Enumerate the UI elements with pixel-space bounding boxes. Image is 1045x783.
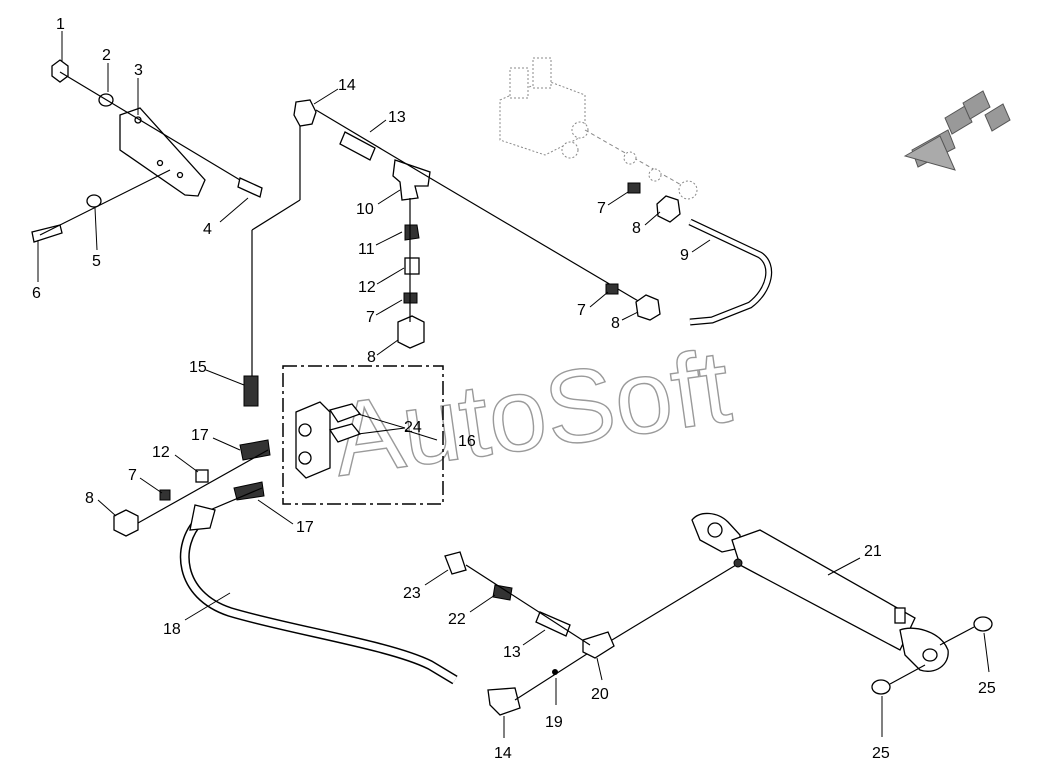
callout-8-left: 8 bbox=[85, 490, 94, 507]
callout-11: 11 bbox=[358, 241, 375, 258]
front-direction-arrow-icon bbox=[903, 90, 1011, 171]
fitting-11 bbox=[404, 224, 420, 241]
callout-3: 3 bbox=[134, 62, 143, 79]
left-fittings bbox=[113, 375, 271, 537]
washer-5 bbox=[86, 194, 102, 208]
callout-14-bottom: 14 bbox=[494, 745, 512, 762]
cylinder-21 bbox=[691, 512, 993, 695]
callout-24: 24 bbox=[404, 419, 422, 436]
bolt-6 bbox=[31, 224, 63, 243]
callout-8-mid: 8 bbox=[367, 349, 376, 366]
callout-18: 18 bbox=[163, 621, 181, 638]
tee-20 bbox=[582, 631, 615, 659]
adapter-17-top bbox=[239, 439, 271, 461]
callout-12-left: 12 bbox=[152, 444, 170, 461]
bracket-assembly bbox=[31, 59, 263, 243]
callout-16: 16 bbox=[458, 433, 476, 450]
callout-7-right-top: 7 bbox=[597, 200, 606, 217]
olive-7-right bbox=[605, 283, 619, 295]
callout-5: 5 bbox=[92, 253, 101, 270]
fitting-24a bbox=[328, 403, 362, 423]
washer-25-top bbox=[973, 616, 993, 632]
olive-7-right-top bbox=[627, 182, 641, 194]
callout-1: 1 bbox=[56, 16, 65, 33]
nut-8-right-top bbox=[656, 195, 681, 223]
washer-25-bottom bbox=[871, 679, 891, 695]
leader-lines bbox=[37, 31, 990, 738]
nut-8-mid bbox=[397, 315, 425, 349]
olive-7-left bbox=[159, 489, 171, 501]
elbow-23 bbox=[444, 551, 467, 575]
lower-fittings bbox=[444, 551, 737, 659]
callout-9: 9 bbox=[680, 247, 689, 264]
callout-13-bottom: 13 bbox=[503, 644, 521, 661]
nut-8-right bbox=[635, 294, 661, 321]
plug-19 bbox=[552, 669, 558, 675]
tube-13-bottom bbox=[535, 611, 571, 637]
callout-7-right: 7 bbox=[577, 302, 586, 319]
callout-17-bottom: 17 bbox=[296, 519, 314, 536]
watermark: AutoSoft bbox=[326, 328, 737, 498]
nut-1 bbox=[51, 59, 69, 83]
adapter-15 bbox=[243, 375, 259, 407]
ring-12-left bbox=[195, 469, 209, 483]
fitting-22 bbox=[492, 584, 513, 601]
callout-7-left: 7 bbox=[128, 467, 137, 484]
ring-12-top bbox=[404, 257, 420, 275]
callout-25-right: 25 bbox=[978, 680, 996, 697]
callout-19: 19 bbox=[545, 714, 563, 731]
callout-12-top: 12 bbox=[358, 279, 376, 296]
callout-20: 20 bbox=[591, 686, 609, 703]
callout-10: 10 bbox=[356, 201, 374, 218]
nut-8-left bbox=[113, 509, 139, 537]
bracket-3 bbox=[119, 107, 206, 197]
tee-assembly bbox=[251, 99, 641, 378]
callout-15: 15 bbox=[189, 359, 207, 376]
tube-13-top bbox=[339, 131, 376, 161]
callout-17-top: 17 bbox=[191, 427, 209, 444]
callout-23: 23 bbox=[403, 585, 421, 602]
hose-18 bbox=[179, 504, 591, 716]
callout-7-mid: 7 bbox=[366, 309, 375, 326]
callout-8-right: 8 bbox=[611, 315, 620, 332]
callout-4: 4 bbox=[203, 221, 212, 238]
elbow-14-bottom bbox=[487, 687, 521, 716]
callout-25-bottom: 25 bbox=[872, 745, 890, 762]
callout-14-top: 14 bbox=[338, 77, 356, 94]
callout-labels: 1 2 3 4 5 6 14 13 10 11 12 7 8 7 8 9 7 8… bbox=[32, 16, 996, 762]
elbow-14-top bbox=[293, 99, 317, 127]
valve-block-outline bbox=[282, 365, 444, 505]
bolt-4 bbox=[237, 177, 263, 198]
control-valve-ghost bbox=[499, 57, 698, 200]
callout-13-top: 13 bbox=[388, 109, 406, 126]
callout-2: 2 bbox=[102, 47, 111, 64]
callout-6: 6 bbox=[32, 285, 41, 302]
pipe-9 bbox=[605, 182, 773, 326]
tee-10 bbox=[392, 159, 431, 201]
valve-block-16 bbox=[295, 401, 362, 479]
adapter-17-bottom bbox=[233, 481, 265, 501]
callout-22: 22 bbox=[448, 611, 466, 628]
callout-8-right-top: 8 bbox=[632, 220, 641, 237]
callout-21: 21 bbox=[864, 543, 882, 560]
